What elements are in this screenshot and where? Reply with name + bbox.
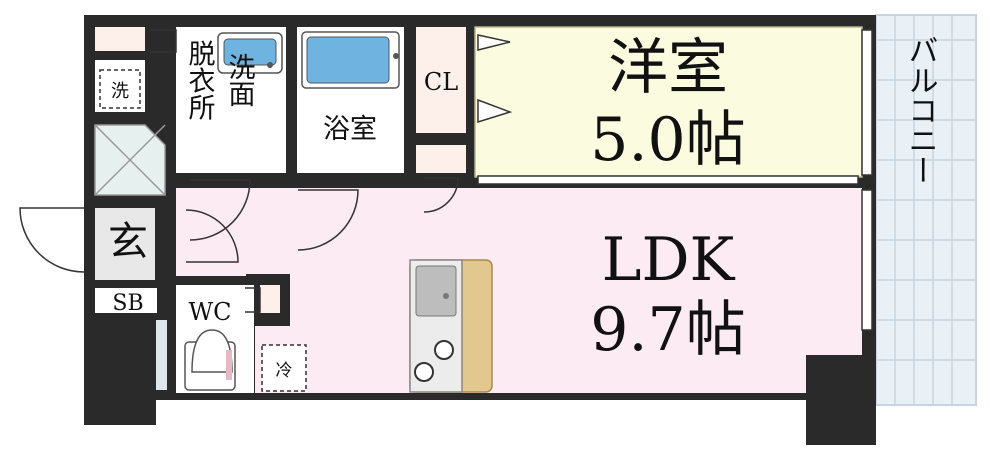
ldk-size: 9.7帖 [590,295,745,365]
youshitsu-name: 洋室 [608,33,728,103]
washer-label: 洗 [111,81,129,102]
wall-bottom-left [84,313,156,425]
fridge-label: 冷 [276,361,293,381]
toilet-label: WC [188,298,231,326]
dressing-label-right: 洗面 [224,53,255,107]
shoebox-floor [95,288,157,313]
closet-label: CL [424,68,458,96]
upper-left-nook [95,27,145,51]
bath-label: 浴室 [323,114,377,145]
window-east-upper [861,29,873,176]
washer-mark: 洗 [99,69,141,109]
youshitsu-size: 5.0帖 [590,105,745,175]
sliding-door [477,175,859,185]
ldk-floor [290,188,862,393]
wall-bottom-right [806,355,876,445]
shoebox-label: SB [112,291,143,316]
utility-small [260,285,280,313]
ldk-name: LDK [602,225,736,295]
bathtub [301,31,400,89]
fridge-mark: 冷 [261,344,307,392]
doors [19,29,459,313]
balcony-label: バルコニー [903,35,938,185]
pipe-strip [155,320,167,390]
toilet-fixture [184,329,236,391]
closet-floor [416,27,466,133]
window-east-lower [861,189,873,331]
kitchen-counter [409,259,493,393]
wash-basin [217,32,283,74]
entrance-label: 玄 [108,219,148,265]
closet-doors [477,34,513,124]
balcony [875,14,977,406]
entrance-floor [95,208,155,280]
dressing-label-left: 脱衣所 [184,39,216,120]
closet-lower-floor [416,145,466,173]
